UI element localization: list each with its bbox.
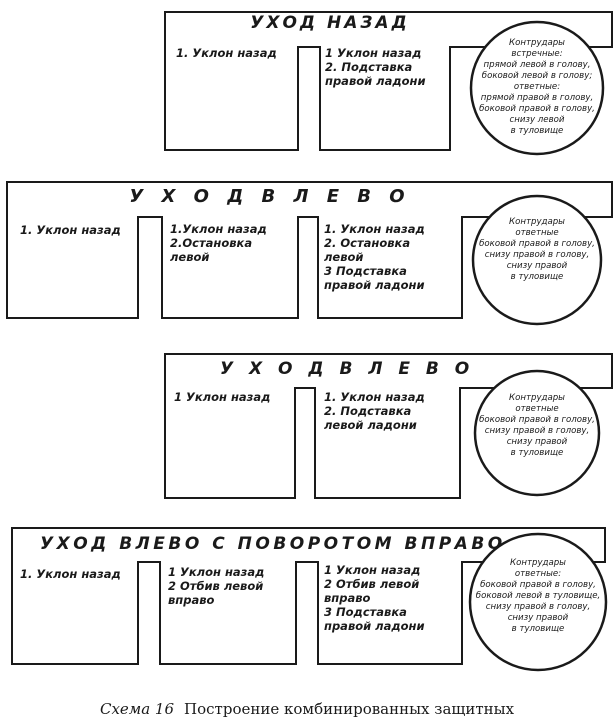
- scheme-4-step-col-3: 1 Уклон назад 2 Отбив левой вправо 3 Под…: [324, 563, 425, 633]
- scheme-2-counter-circle: [471, 194, 603, 326]
- scheme-2-step-col-3: 1. Уклон назад 2. Остановка левой 3 Подс…: [324, 222, 425, 292]
- scheme-4-title: УХОД ВЛЕВО С ПОВОРОТОМ ВПРАВО: [40, 534, 506, 554]
- scheme-1-counter-text: Контрудары встречные: прямой левой в гол…: [479, 38, 595, 136]
- scheme-1-step-col-2: 1 Уклон назад 2. Подставка правой ладони: [325, 46, 426, 88]
- scheme-3-step-col-2: 1. Уклон назад 2. Подставка левой ладони: [324, 390, 425, 432]
- scheme-4-counter-text: Контрудары ответные: боковой правой в го…: [475, 558, 601, 634]
- caption-label: Схема 16: [99, 700, 175, 718]
- scheme-2-step-col-2: 1.Уклон назад 2.Остановка левой: [170, 222, 267, 264]
- scheme-3-counter-text: Контрудары ответные боковой правой в гол…: [479, 393, 595, 458]
- scheme-4-step-col-1: 1. Уклон назад: [20, 567, 121, 581]
- scheme-2-counter-text: Контрудары ответные боковой правой в гол…: [479, 217, 595, 282]
- scheme-2-step-col-1: 1. Уклон назад: [20, 223, 121, 237]
- figure-caption: Схема 16 Построение комбинированных защит…: [0, 700, 614, 718]
- scheme-1-step-col-1: 1. Уклон назад: [176, 46, 277, 60]
- scheme-3-counter-circle: [473, 369, 601, 497]
- caption-text: Построение комбинированных защитных: [184, 700, 515, 718]
- scheme-4-step-col-2: 1 Уклон назад 2 Отбив левой вправо: [168, 565, 265, 607]
- scheme-1-counter-circle: [469, 20, 605, 156]
- scheme-3-step-col-1: 1 Уклон назад: [174, 390, 271, 404]
- scheme-2-title: У Х О Д В Л Е В О: [129, 186, 411, 207]
- scheme-1-title: УХОД НАЗАД: [250, 13, 410, 33]
- scheme-4-counter-circle: [468, 532, 608, 672]
- scheme-3-title: У Х О Д В Л Е В О: [220, 359, 475, 379]
